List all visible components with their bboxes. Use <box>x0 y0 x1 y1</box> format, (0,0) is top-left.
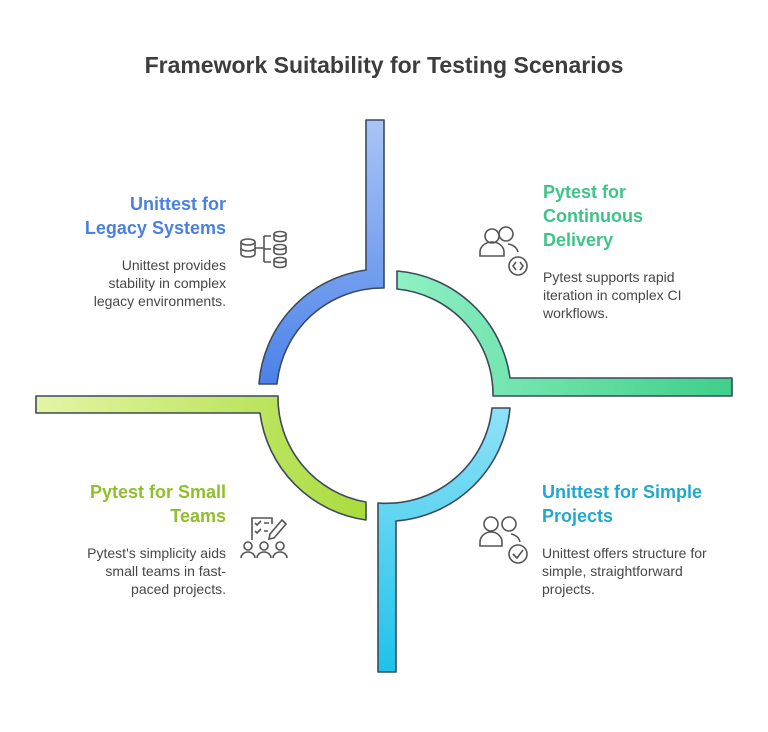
arc-simple-projects <box>377 407 511 673</box>
arc-legacy-systems <box>258 119 385 385</box>
description-legacy-systems: Unittest provides stability in complex l… <box>93 257 226 309</box>
database-connections-icon <box>240 230 287 269</box>
arc-small-teams <box>35 395 367 521</box>
heading-legacy-systems: Unittest for Legacy Systems <box>84 194 226 238</box>
users-check-icon <box>479 516 528 564</box>
description-simple-projects: Unittest offers structure for simple, st… <box>542 545 707 597</box>
description-continuous-delivery: Pytest supports rapid iteration in compl… <box>543 269 682 321</box>
heading-simple-projects: Unittest for Simple Projects <box>542 482 703 526</box>
arc-continuous-delivery <box>396 270 733 397</box>
description-small-teams: Pytest's simplicity aids small teams in … <box>87 545 226 597</box>
users-code-icon <box>479 226 528 276</box>
heading-small-teams: Pytest for Small Teams <box>89 482 226 526</box>
heading-continuous-delivery: Pytest for Continuous Delivery <box>543 182 643 250</box>
team-checklist-icon <box>240 517 288 559</box>
diagram-title: Framework Suitability for Testing Scenar… <box>144 52 624 78</box>
